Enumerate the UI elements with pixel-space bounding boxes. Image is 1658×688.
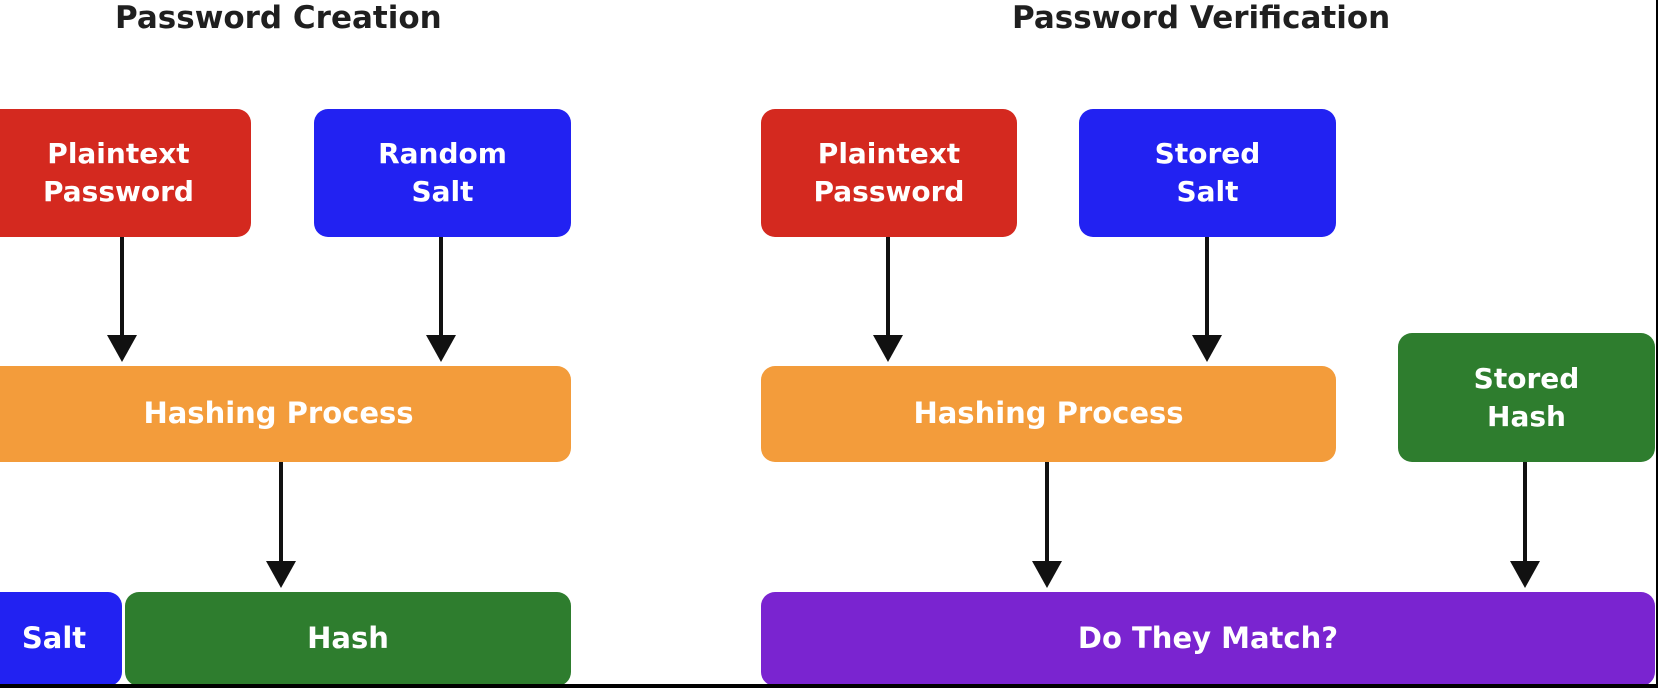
arrow-plaintext-to-hashing-creation	[107, 235, 137, 362]
arrow-salt-to-hashing-verification	[1192, 235, 1222, 362]
arrow-plaintext-to-hashing-verification	[873, 235, 903, 362]
creation-title: Password Creation	[115, 0, 442, 36]
arrow-hashing-to-match	[1032, 460, 1062, 588]
random-salt-box: Random Salt	[314, 109, 571, 237]
stored-salt-box: Stored Salt	[1079, 109, 1336, 237]
hashing-process-box-verification: Hashing Process	[761, 366, 1336, 462]
do-they-match-box: Do They Match?	[761, 592, 1655, 684]
hashing-process-box-creation: Hashing Process	[0, 366, 571, 462]
arrow-hashing-to-hash-creation	[266, 460, 296, 588]
salt-box: Salt	[0, 592, 122, 684]
plaintext-password-box-creation: Plaintext Password	[0, 109, 251, 237]
hash-box: Hash	[125, 592, 571, 684]
arrow-salt-to-hashing-creation	[426, 235, 456, 362]
verification-title: Password Verification	[1012, 0, 1391, 36]
plaintext-password-box-verification: Plaintext Password	[761, 109, 1017, 237]
arrow-stored-hash-to-match	[1510, 460, 1540, 588]
stored-hash-box: Stored Hash	[1398, 333, 1655, 462]
